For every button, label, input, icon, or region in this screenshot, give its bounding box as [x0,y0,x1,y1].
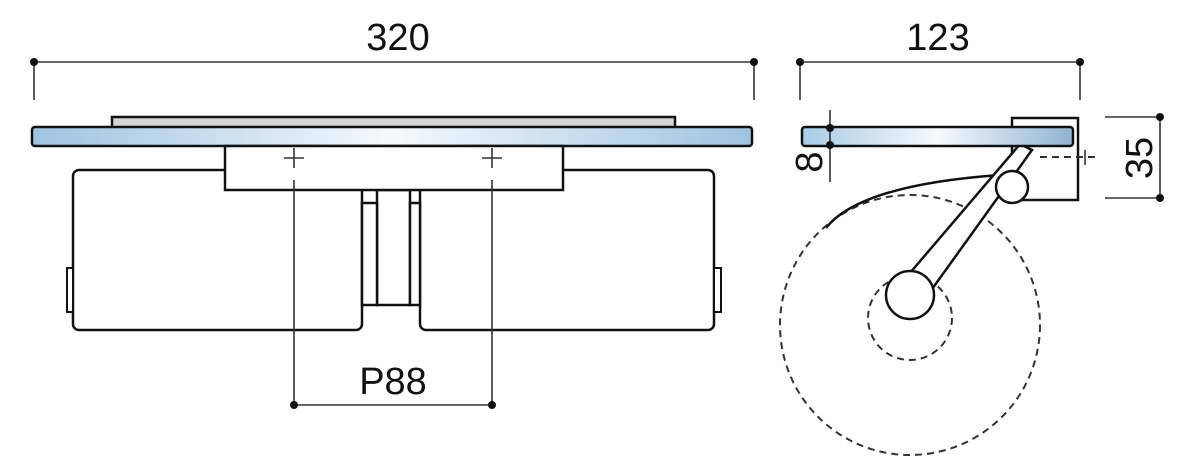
depth-label: 123 [906,17,969,59]
left-roll [71,168,364,332]
thickness-label: 8 [789,151,831,172]
bracket [223,144,565,192]
pivot [994,169,1030,205]
center-marks [284,148,502,405]
center-spindle [375,188,412,307]
shelf-front [30,125,754,148]
paper-edge [825,173,1001,229]
pitch-label: P88 [359,361,427,403]
full-roll-outline [779,194,1041,456]
right-roll [418,168,716,332]
depth-dimension: 123 [796,17,1084,100]
front-view: 320 P88 [30,17,758,409]
shelf-side [800,125,1075,148]
side-view: 123 8 35 [779,17,1164,456]
height-label: 35 [1119,137,1161,179]
pitch-dimension: P88 [290,361,496,409]
height-dimension: 35 [1105,113,1164,202]
spindle-end [884,269,936,321]
width-dimension: 320 [30,17,758,100]
thickness-dimension: 8 [789,110,834,182]
width-label: 320 [366,17,429,59]
